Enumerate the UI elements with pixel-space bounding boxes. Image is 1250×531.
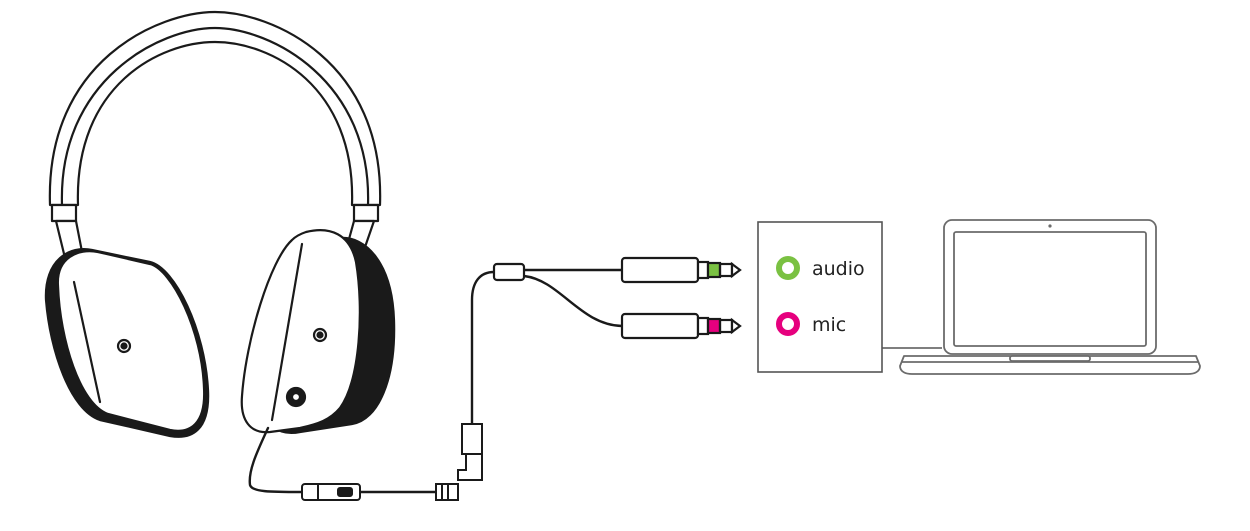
headset-icon bbox=[44, 10, 396, 438]
audio-plug-tip-shaft bbox=[718, 262, 734, 278]
audio-plug-band bbox=[708, 263, 720, 277]
laptop-base bbox=[899, 355, 1201, 375]
right-band-slider bbox=[352, 203, 380, 223]
laptop-camera bbox=[1048, 224, 1052, 228]
laptop-screen bbox=[953, 231, 1147, 347]
mic-plug-band bbox=[708, 319, 720, 333]
jack-panel: audio mic bbox=[757, 221, 883, 373]
mic-plug-band-outline bbox=[706, 317, 722, 335]
inline-remote-icon bbox=[301, 483, 361, 501]
mic-port-label: mic bbox=[812, 314, 846, 336]
mic-plug bbox=[620, 312, 742, 340]
mic-plug-body bbox=[620, 312, 700, 340]
audio-port-icon bbox=[776, 256, 800, 280]
headset-jack-port-inner bbox=[290, 391, 302, 403]
audio-plug-collar bbox=[696, 260, 710, 280]
audio-plug-body bbox=[620, 256, 700, 284]
inline-remote-slider bbox=[337, 487, 353, 497]
audio-plug-tip bbox=[730, 261, 742, 279]
audio-port-label: audio bbox=[812, 258, 865, 280]
headband bbox=[48, 10, 382, 207]
left-band-slider bbox=[50, 203, 78, 223]
left-cup-screw-inner bbox=[120, 342, 128, 350]
audio-plug bbox=[620, 256, 742, 284]
mic-plug-tip-shaft bbox=[718, 318, 734, 334]
mic-plug-collar bbox=[696, 316, 710, 336]
splitter-hub bbox=[492, 262, 526, 282]
mic-plug-tip bbox=[730, 317, 742, 335]
audio-plug-band-outline bbox=[706, 261, 722, 279]
headband-inner-line bbox=[60, 26, 370, 207]
left-cup-face bbox=[56, 250, 206, 432]
right-cup-face bbox=[240, 229, 361, 434]
laptop-icon bbox=[899, 219, 1201, 375]
cable-segment-vertical bbox=[470, 270, 496, 430]
right-cup-screw-inner bbox=[316, 331, 324, 339]
laptop-trackpad-notch bbox=[1009, 355, 1091, 362]
mic-port-icon bbox=[776, 312, 800, 336]
cable-segment-from-cup bbox=[248, 426, 304, 494]
headset-cable bbox=[248, 270, 496, 494]
elbow-socket bbox=[461, 423, 483, 455]
jack-panel-box bbox=[757, 221, 883, 373]
elbow-housing bbox=[457, 453, 483, 481]
elbow-connector-icon bbox=[435, 423, 483, 501]
right-cup-face-inner bbox=[270, 242, 304, 422]
splitter-cable-icon bbox=[492, 256, 742, 340]
left-cup-face-inner bbox=[72, 280, 102, 404]
splitter-mic-wire bbox=[523, 274, 623, 328]
